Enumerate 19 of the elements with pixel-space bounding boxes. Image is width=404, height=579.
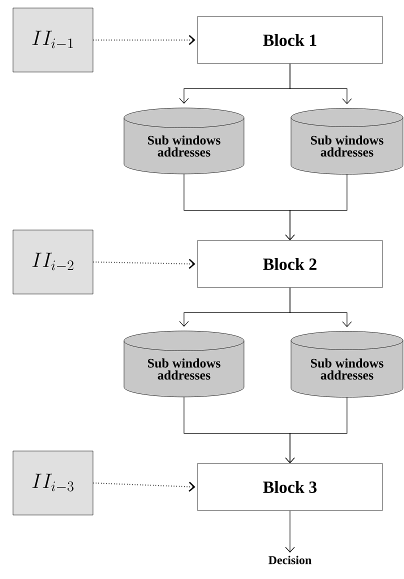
process-block: Block 3 <box>197 463 383 511</box>
arrow <box>285 397 348 464</box>
arrow <box>93 258 196 269</box>
input-box: $II_{i-2}$ <box>12 230 94 294</box>
output-label: Decision <box>268 556 312 564</box>
arrow <box>290 287 352 328</box>
input-box: $II_{i-3}$ <box>12 450 94 516</box>
arrow <box>93 482 196 492</box>
arrow <box>93 34 196 46</box>
process-block: Block 2 <box>197 240 383 288</box>
database-cylinder: Sub windows addresses <box>290 108 404 175</box>
database-cylinder: Sub windows addresses <box>124 330 244 398</box>
arrow <box>285 174 348 240</box>
arrow <box>290 63 352 104</box>
database-cylinder: Sub windows addresses <box>124 108 244 174</box>
input-box: $II_{i-1}$ <box>12 8 94 72</box>
arrow <box>285 510 295 553</box>
database-cylinder: Sub windows addresses <box>290 331 404 398</box>
process-block: Block 1 <box>197 16 383 64</box>
